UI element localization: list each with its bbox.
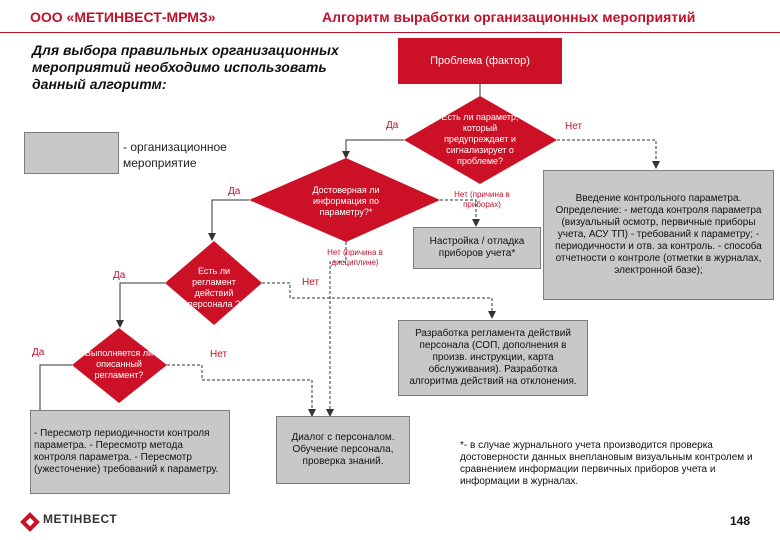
setup-devices-box: Настройка / отладка приборов учета* — [413, 227, 541, 269]
edge-d2-no-discipline — [326, 242, 347, 417]
header-divider — [0, 32, 780, 33]
label-yes-3: Да — [113, 270, 126, 281]
edge-d2-no-device — [440, 199, 480, 227]
edge-d3-yes — [116, 282, 165, 328]
label-no-discipline: Нет (причина в дисциплине) — [327, 248, 383, 267]
problem-box: Проблема (фактор) — [398, 38, 562, 84]
page-title: Алгоритм выработки организационных мероп… — [322, 9, 696, 25]
decision-executed-text: Выполняется ли описанный регламент? — [84, 348, 154, 380]
edge-d4-no — [167, 364, 316, 417]
page-number: 148 — [730, 514, 751, 528]
label-no-3: Нет — [302, 277, 320, 288]
intro-text: Для выбора правильных организационных ме… — [32, 42, 339, 92]
decision-diamond-regulation — [165, 241, 262, 325]
decision-diamond-parameter — [404, 96, 557, 184]
regulation-development-box: Разработка регламента действий персонала… — [398, 320, 588, 396]
decision-parameter-text: Есть ли параметр, который предупреждает … — [441, 112, 519, 166]
logo: МЕТІНВЕСТ — [20, 512, 117, 526]
edge-d1-yes — [342, 139, 404, 159]
edge-d3-no — [262, 282, 496, 319]
legend-label: - организационное мероприятие — [123, 140, 227, 170]
label-no-4: Нет — [210, 349, 228, 360]
decision-diamond-executed — [72, 328, 167, 403]
label-yes-1: Да — [386, 120, 399, 131]
decision-reliable-text: Достоверная ли информация по параметру?* — [312, 185, 380, 217]
decision-regulation-text: Есть ли регламент действий персонала ? — [187, 266, 241, 309]
label-no-device: Нет (причина в приборах) — [454, 190, 510, 209]
edge-d4-yes — [36, 364, 72, 433]
company-name: ООО «МЕТИНВЕСТ-МРМЗ» — [30, 9, 216, 25]
footnote: *- в случае журнального учета производит… — [460, 440, 753, 487]
edge-d2-yes — [208, 199, 249, 241]
legend-swatch — [24, 132, 119, 174]
personnel-dialog-box: Диалог с персоналом. Обучение персонала,… — [276, 416, 410, 484]
label-yes-4: Да — [32, 347, 45, 358]
label-no-1: Нет — [565, 121, 583, 132]
review-control-box: - Пересмотр периодичности контроля парам… — [30, 410, 230, 494]
introduce-parameter-box: Введение контрольного параметра. Определ… — [543, 170, 774, 300]
label-yes-2: Да — [228, 186, 241, 197]
decision-diamond-reliable — [249, 158, 440, 242]
logo-text: МЕТІНВЕСТ — [43, 512, 118, 526]
edge-d1-no — [557, 139, 660, 169]
